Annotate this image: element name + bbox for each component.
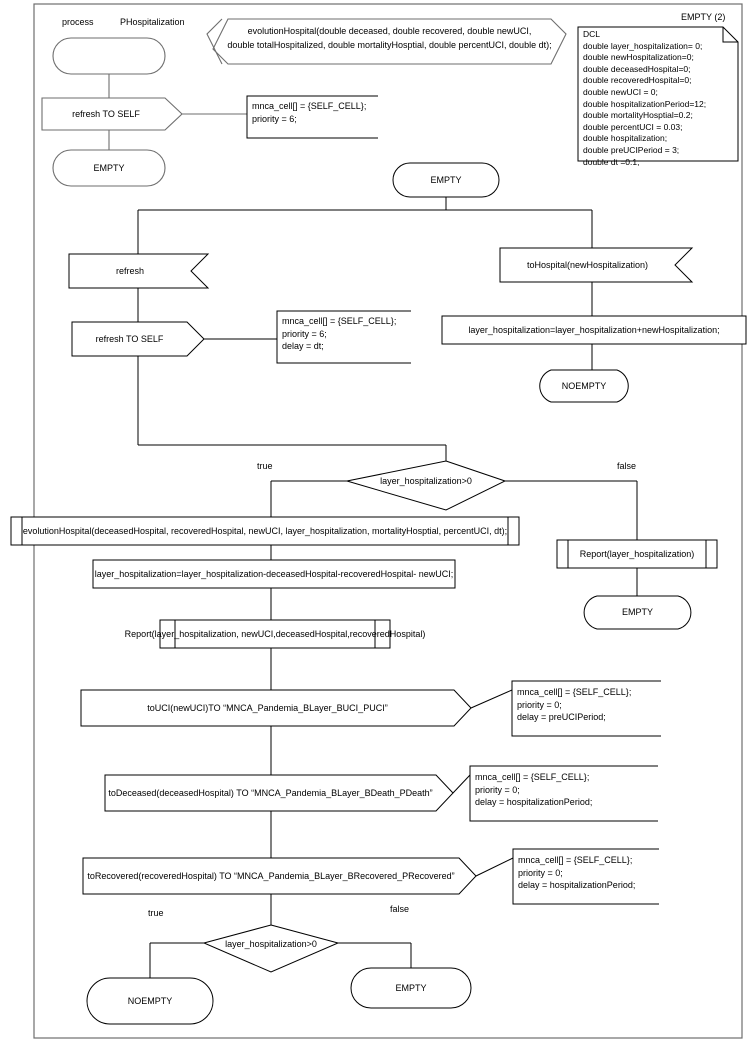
top-right-state-label: EMPTY (2) <box>681 12 726 22</box>
false-report-shape <box>556 539 718 569</box>
output-uci-note-link <box>470 689 513 709</box>
bottom-noempty-state-shape <box>86 977 214 1025</box>
frame-keyword-label: process <box>62 17 94 27</box>
init-note-bracket <box>246 95 378 139</box>
init-output-shape <box>41 97 183 131</box>
decision-top-diamond <box>346 460 507 511</box>
decision-top-false-label: false <box>617 461 637 471</box>
output-recovered-note-text: mnca_cell[] = {SELF_CELL}; priority = 0;… <box>518 855 636 890</box>
output-recovered-note-bracket <box>512 848 659 905</box>
dcl-note-shape <box>577 26 739 162</box>
decision-bottom-false-label: false <box>390 904 410 914</box>
left-input-shape <box>68 253 210 289</box>
main-state-shape <box>392 162 500 198</box>
decision-top-true-label: true <box>257 461 273 471</box>
output-deceased-shape <box>104 774 454 812</box>
bottom-empty-state-shape <box>350 967 472 1009</box>
init-end-state-shape <box>52 149 166 187</box>
procedure-decl-inner-left <box>206 18 223 65</box>
output-uci-shape <box>80 689 472 727</box>
output-recovered-shape <box>82 857 477 895</box>
right-state-shape <box>539 369 629 403</box>
decision-bottom-shape <box>202 924 340 973</box>
true-report-shape <box>159 619 391 649</box>
dcl-note-text: DCL double layer_hospitalization= 0; dou… <box>583 29 707 167</box>
output-uci-note-bracket <box>511 680 661 737</box>
true-procedure-shape <box>10 516 520 546</box>
init-note-text: mnca_cell[] = {SELF_CELL}; priority = 6; <box>252 101 367 124</box>
false-state-shape <box>583 595 692 630</box>
frame-process-name: PHospitalization <box>120 17 185 27</box>
decision-bottom-true-label: true <box>148 908 164 918</box>
dcl-note-fold <box>722 27 738 43</box>
start-state-shape <box>52 37 166 75</box>
left-output-shape <box>71 321 205 357</box>
right-task-shape <box>441 315 747 345</box>
left-output-note-bracket <box>276 310 411 364</box>
procedure-decl-shape <box>212 18 567 65</box>
left-output-note-text: mnca_cell[] = {SELF_CELL}; priority = 6;… <box>282 316 397 351</box>
output-uci-note-text: mnca_cell[] = {SELF_CELL}; priority = 0;… <box>517 687 632 722</box>
output-deceased-note-bracket <box>469 765 658 822</box>
output-recovered-note-link <box>475 857 514 877</box>
right-input-shape <box>499 247 694 283</box>
output-deceased-note-link <box>452 774 471 794</box>
true-task-shape <box>92 559 456 589</box>
output-deceased-note-text: mnca_cell[] = {SELF_CELL}; priority = 0;… <box>475 772 593 807</box>
